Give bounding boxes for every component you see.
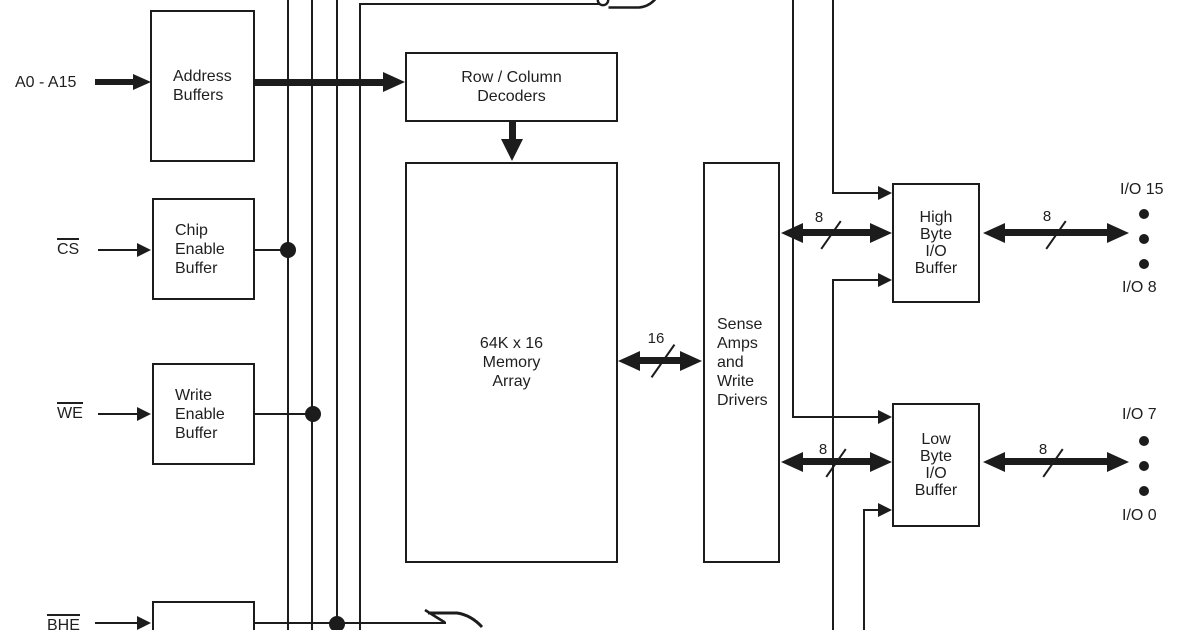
high-byte-internal-bus: [801, 229, 872, 236]
sense-amps-write-drivers-block: Sense Amps and Write Drivers: [703, 162, 780, 563]
address-buffers-block: Address Buffers: [150, 10, 255, 162]
bhe-input-wire: [95, 622, 137, 624]
address-signal-label: A0 - A15: [15, 74, 77, 91]
write-enable-buffer-block: Write Enable Buffer: [152, 363, 255, 465]
cs-output-wire: [255, 249, 289, 251]
high-io-bus-right-arrowhead-icon: [1107, 223, 1129, 243]
control-vertical-bus-line: [359, 3, 361, 630]
cs-input-arrowhead-icon: [137, 243, 151, 257]
low-io-bus-left-arrowhead-icon: [983, 452, 1005, 472]
low-byte-top-input-arrowhead-icon: [878, 410, 892, 424]
address-bus-arrowhead-icon: [383, 72, 405, 92]
low-io-ellipsis-dot: [1139, 461, 1149, 471]
chip-enable-buffer-block: Chip Enable Buffer: [152, 198, 255, 300]
array-bus-left-arrowhead-icon: [618, 351, 640, 371]
address-input-arrow: [95, 79, 135, 85]
write-enable-signal-label: WE: [57, 402, 83, 423]
high-byte-bottom-control-line: [832, 280, 834, 630]
high-byte-top-input-wire: [832, 192, 878, 194]
write-enable-text: WE: [57, 402, 83, 422]
high-byte-bottom-input-arrowhead-icon: [878, 273, 892, 287]
bhe-vertical-bus-line: [336, 0, 338, 620]
address-input-arrowhead-icon: [133, 74, 151, 90]
bhe-buffer-block: [152, 601, 255, 630]
low-bus-left-arrowhead-icon: [781, 452, 803, 472]
we-input-wire: [98, 413, 138, 415]
bhe-input-arrowhead-icon: [137, 616, 151, 630]
high-byte-top-control-line: [832, 0, 834, 194]
high-byte-io-buffer-block: High Byte I/O Buffer: [892, 183, 980, 303]
low-byte-bottom-input-arrowhead-icon: [878, 503, 892, 517]
high-byte-top-input-arrowhead-icon: [878, 186, 892, 200]
low-byte-top-control-line: [792, 0, 794, 418]
bhe-output-wire: [255, 622, 446, 624]
high-bus-left-arrowhead-icon: [781, 223, 803, 243]
address-bus: [255, 79, 385, 86]
bhe-junction-dot: [329, 616, 345, 630]
memory-array-block: 64K x 16 Memory Array: [405, 162, 618, 563]
byte-high-enable-text: BHE: [47, 614, 80, 630]
we-junction-dot: [305, 406, 321, 422]
io-pin-label-high-lsb: I/O 8: [1122, 279, 1157, 296]
io-pin-label-low-msb: I/O 7: [1122, 406, 1157, 423]
cs-vertical-bus-line: [287, 0, 289, 630]
high-byte-bottom-input-wire: [832, 279, 878, 281]
high-io-ellipsis-dot: [1139, 209, 1149, 219]
low-byte-io-buffer-block: Low Byte I/O Buffer: [892, 403, 980, 527]
high-io-ellipsis-dot: [1139, 234, 1149, 244]
chip-select-text: CS: [57, 238, 80, 258]
high-byte-internal-bus-width-label: 8: [814, 209, 824, 226]
byte-high-enable-signal-label: BHE: [47, 614, 80, 630]
array-bus: [638, 357, 682, 364]
low-byte-external-bus-width-label: 8: [1038, 441, 1048, 458]
cs-input-wire: [98, 249, 138, 251]
array-bus-width-label: 16: [647, 330, 665, 347]
high-byte-external-bus-width-label: 8: [1042, 208, 1052, 225]
cs-junction-dot: [280, 242, 296, 258]
decoder-to-array-arrowhead-icon: [501, 139, 523, 161]
high-io-bus-left-arrowhead-icon: [983, 223, 1005, 243]
low-byte-bottom-input-wire: [863, 509, 878, 511]
low-byte-internal-bus-width-label: 8: [818, 441, 828, 458]
we-output-wire: [255, 413, 313, 415]
io-pin-label-high-msb: I/O 15: [1120, 181, 1164, 198]
nand-gate-icon: [596, 0, 657, 9]
decoder-to-array-arrow: [509, 122, 516, 141]
high-bus-right-arrowhead-icon: [870, 223, 892, 243]
low-byte-top-input-wire: [792, 416, 878, 418]
top-gate-input-wire: [359, 3, 599, 5]
low-bus-right-arrowhead-icon: [870, 452, 892, 472]
low-byte-bottom-control-line: [863, 510, 865, 630]
low-io-ellipsis-dot: [1139, 486, 1149, 496]
low-byte-external-bus: [1003, 458, 1109, 465]
we-vertical-bus-line: [311, 0, 313, 630]
io-pin-label-low-lsb: I/O 0: [1122, 507, 1157, 524]
chip-select-signal-label: CS: [57, 238, 80, 259]
or-gate-icon: [424, 608, 484, 629]
low-io-ellipsis-dot: [1139, 436, 1149, 446]
high-io-ellipsis-dot: [1139, 259, 1149, 269]
array-bus-right-arrowhead-icon: [680, 351, 702, 371]
we-input-arrowhead-icon: [137, 407, 151, 421]
low-io-bus-right-arrowhead-icon: [1107, 452, 1129, 472]
row-column-decoders-block: Row / Column Decoders: [405, 52, 618, 122]
